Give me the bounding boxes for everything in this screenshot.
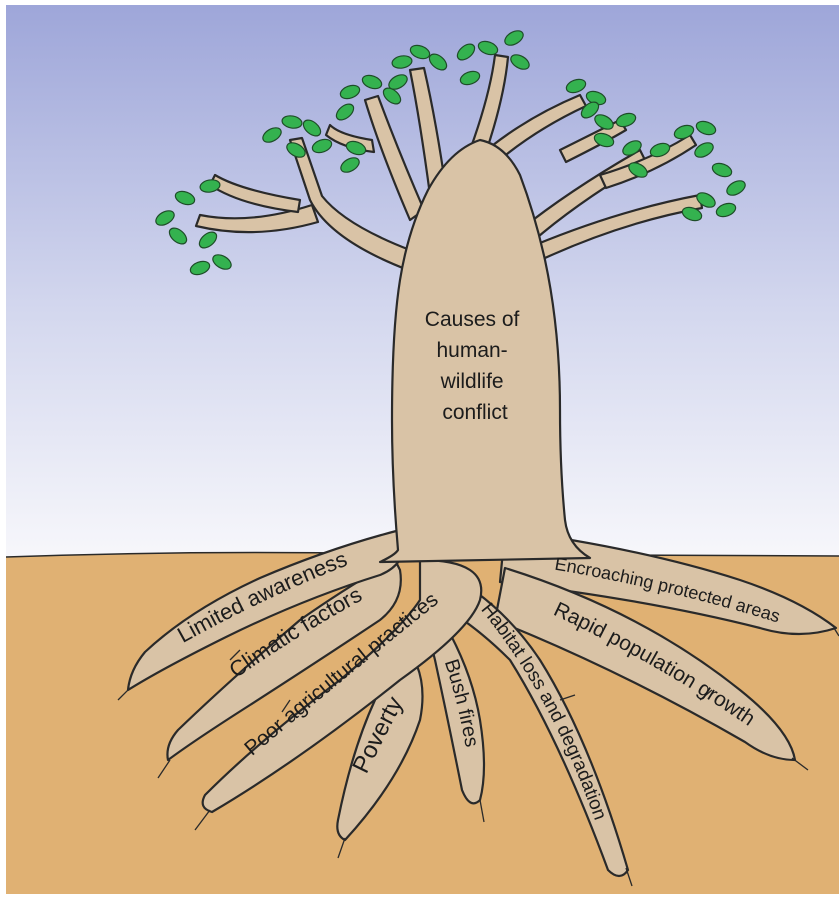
- trunk-label-line-2: human-: [436, 339, 507, 362]
- trunk-label-line-3: wildlife: [440, 370, 504, 393]
- trunk-label-line-1: Causes of: [425, 308, 520, 331]
- trunk-label-line-4: conflict: [442, 401, 508, 424]
